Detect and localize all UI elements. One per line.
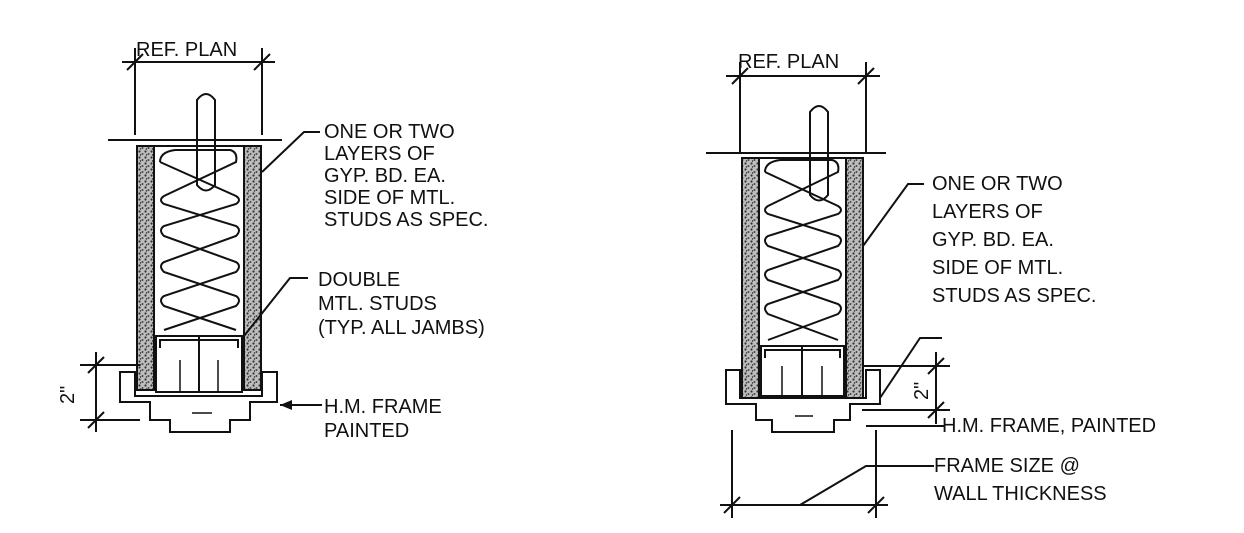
two-inch-dimension-right: 2" bbox=[862, 352, 950, 424]
stud-cavity-right bbox=[758, 157, 847, 347]
gyp-board-right-b bbox=[845, 157, 864, 399]
hm-frame-left bbox=[119, 371, 278, 433]
two-inch-label-left: 2" bbox=[57, 386, 79, 404]
stud-tab-right bbox=[809, 105, 829, 202]
leader-studs-left bbox=[243, 277, 308, 337]
detail-right: REF. PLAN 2" bbox=[706, 51, 1156, 518]
ref-plan-label-right: REF. PLAN bbox=[738, 51, 839, 73]
double-studs-left bbox=[155, 335, 243, 393]
note-gyp-right: ONE OR TWO LAYERS OF GYP. BD. EA. SIDE O… bbox=[932, 173, 1097, 307]
gyp-board-left-a bbox=[136, 145, 155, 391]
two-inch-dimension-left: 2" bbox=[57, 352, 140, 432]
insulation-right bbox=[764, 159, 842, 341]
gyp-board-left-b bbox=[243, 145, 262, 391]
note-studs-left: DOUBLE MTL. STUDS (TYP. ALL JAMBS) bbox=[318, 269, 485, 339]
detail-left: REF. PLAN 2" bbox=[57, 39, 489, 442]
leader-gyp-right bbox=[862, 183, 924, 247]
ref-plan-dimension-left: REF. PLAN bbox=[122, 39, 275, 135]
frame-size-dimension-right bbox=[720, 430, 888, 518]
gyp-board-right-a bbox=[741, 157, 760, 399]
note-frame-left: H.M. FRAME PAINTED bbox=[324, 396, 447, 442]
leader-size-right bbox=[799, 465, 934, 506]
note-frame-right: H.M. FRAME, PAINTED bbox=[942, 415, 1156, 437]
note-gyp-left: ONE OR TWO LAYERS OF GYP. BD. EA. SIDE O… bbox=[324, 121, 489, 231]
double-studs-right bbox=[760, 345, 845, 397]
two-inch-label-right: 2" bbox=[911, 382, 933, 400]
hm-frame-right bbox=[725, 369, 881, 433]
ref-plan-dimension-right: REF. PLAN bbox=[726, 51, 880, 152]
ref-plan-label-left: REF. PLAN bbox=[136, 39, 237, 61]
stud-tab-left bbox=[196, 93, 216, 192]
leader-studs-right bbox=[879, 337, 942, 399]
note-size-right: FRAME SIZE @ WALL THICKNESS bbox=[934, 455, 1107, 505]
insulation-left bbox=[159, 149, 240, 331]
leader-gyp-left bbox=[261, 131, 320, 173]
